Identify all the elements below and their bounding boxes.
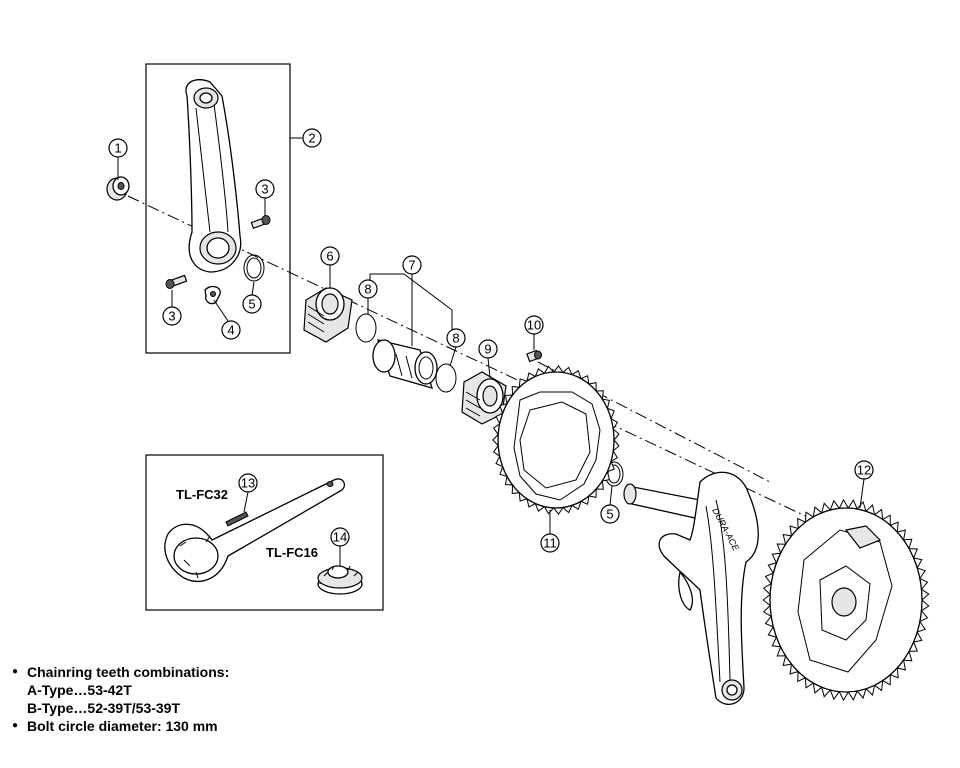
- inner-chainring-part: [492, 365, 620, 515]
- spacer-right-part: [435, 363, 457, 393]
- callout-2: 2: [302, 128, 322, 148]
- note-chainring-combinations: Chainring teeth combinations:: [27, 664, 230, 680]
- svg-text:3: 3: [261, 182, 268, 197]
- callout-6: 6: [320, 246, 340, 266]
- note-a-type: A-Type…53-42T: [27, 682, 132, 698]
- crank-bolt-lower-part: [165, 274, 188, 289]
- seal-ring-left-part: [243, 254, 265, 282]
- tl-fc32-wrench-tool: [164, 478, 346, 582]
- note-row: ● Bolt circle diameter: 130 mm: [12, 717, 229, 735]
- callout-5: 5: [600, 504, 620, 524]
- svg-text:6: 6: [326, 249, 333, 264]
- svg-text:14: 14: [333, 530, 347, 545]
- svg-text:8: 8: [452, 331, 459, 346]
- callout-5: 5: [242, 294, 262, 314]
- inner-cover-part: [372, 339, 438, 389]
- safety-plate-part: [204, 285, 221, 305]
- svg-text:5: 5: [606, 507, 613, 522]
- note-row: B-Type…52-39T/53-39T: [12, 699, 229, 717]
- svg-text:11: 11: [543, 536, 557, 551]
- callout-12: 12: [854, 460, 874, 480]
- tl-fc16-label: TL-FC16: [266, 545, 318, 560]
- svg-text:10: 10: [527, 318, 541, 333]
- callout-4: 4: [221, 320, 241, 340]
- tl-fc32-label: TL-FC32: [176, 487, 228, 502]
- left-crank-arm-part: [185, 79, 242, 273]
- callout-14: 14: [330, 527, 350, 547]
- svg-text:3: 3: [168, 309, 175, 324]
- svg-text:9: 9: [484, 342, 491, 357]
- note-bolt-circle: Bolt circle diameter: 130 mm: [27, 718, 218, 734]
- crank-bolt-upper-part: [250, 215, 271, 229]
- crank-cap-part: [106, 176, 130, 201]
- svg-text:5: 5: [248, 297, 255, 312]
- note-b-type: B-Type…52-39T/53-39T: [27, 700, 181, 716]
- leader-lines: [117, 137, 865, 566]
- callout-7: 7: [402, 255, 422, 275]
- svg-text:13: 13: [241, 476, 255, 491]
- callout-13: 13: [238, 473, 258, 493]
- callout-1: 1: [108, 138, 128, 158]
- right-crank-arm-part: DURA-ACE: [623, 471, 759, 705]
- callout-3: 3: [255, 179, 275, 199]
- svg-text:2: 2: [308, 131, 315, 146]
- spacer-left-part: [355, 313, 377, 343]
- chainring-bolt-part: [526, 349, 542, 363]
- callout-8: 8: [446, 328, 466, 348]
- bullet-icon: ●: [12, 666, 19, 677]
- left-crank-group-frame: [145, 63, 291, 354]
- callout-8: 8: [358, 279, 378, 299]
- tools-group-frame: [145, 454, 384, 611]
- note-row: A-Type…53-42T: [12, 681, 229, 699]
- tl-fc16-tool: [317, 565, 363, 595]
- callout-11: 11: [540, 533, 560, 553]
- callout-10: 10: [524, 315, 544, 335]
- svg-text:4: 4: [227, 323, 234, 338]
- svg-text:7: 7: [408, 258, 415, 273]
- svg-text:12: 12: [857, 463, 871, 478]
- svg-text:8: 8: [364, 282, 371, 297]
- outer-chainring-part: [762, 498, 930, 702]
- note-row: ● Chainring teeth combinations:: [12, 663, 229, 681]
- bullet-icon: ●: [12, 720, 19, 731]
- callout-9: 9: [478, 339, 498, 359]
- centre-axis-line: [127, 195, 819, 523]
- left-adapter-part: [303, 287, 353, 343]
- svg-text:1: 1: [114, 141, 121, 156]
- spec-notes: ● Chainring teeth combinations: A-Type…5…: [12, 663, 229, 735]
- callout-3: 3: [162, 306, 182, 326]
